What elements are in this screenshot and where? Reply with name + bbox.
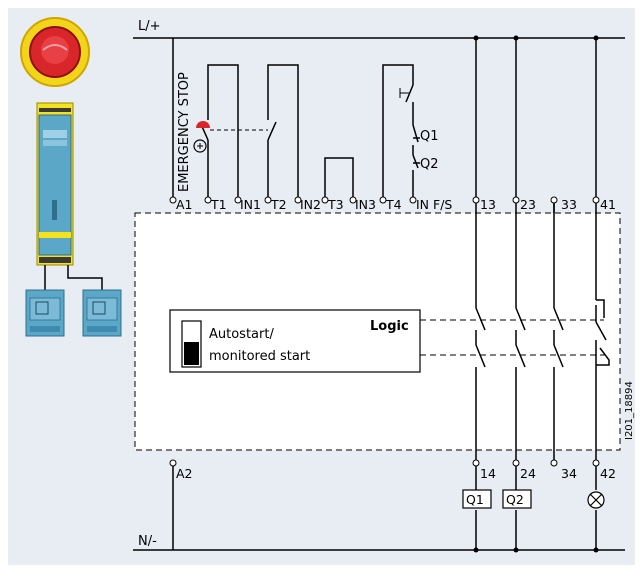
start-pushbutton-symbol bbox=[399, 84, 414, 103]
contactor-coil-q2-label: Q2 bbox=[506, 492, 524, 507]
relay-wiring-lines bbox=[44, 265, 103, 290]
terminal-33-label: 33 bbox=[561, 197, 577, 212]
mode-selector-label-line1: Autostart/ bbox=[209, 327, 274, 342]
emergency-stop-actuator-symbol bbox=[193, 121, 268, 153]
feedback-contact-q2-label: Q2 bbox=[420, 157, 439, 172]
top-terminal-circles bbox=[169, 196, 600, 204]
terminal-t3-label: T3 bbox=[327, 197, 344, 212]
mode-selector-switch-icon bbox=[181, 320, 202, 368]
indicator-lamp-icon bbox=[587, 491, 605, 509]
terminal-t4-label: T4 bbox=[385, 197, 402, 212]
figure-id: I201_18894 bbox=[624, 381, 635, 440]
emergency-stop-label: EMERGENCY STOP bbox=[177, 72, 192, 192]
terminal-a2-label: A2 bbox=[176, 466, 193, 481]
terminal-in3-label: IN3 bbox=[355, 197, 376, 212]
output-contacts bbox=[475, 203, 610, 460]
terminal-t1-label: T1 bbox=[210, 197, 227, 212]
contactor-illustration-q1 bbox=[25, 289, 65, 337]
terminal-a1-label: A1 bbox=[176, 197, 193, 212]
junction-dots bbox=[473, 35, 599, 553]
negative-rail-label: N/- bbox=[138, 534, 157, 549]
terminal-42-label: 42 bbox=[600, 466, 616, 481]
positive-rail-label: L/+ bbox=[138, 19, 161, 34]
terminal-41-label: 41 bbox=[600, 197, 616, 212]
terminal-23-label: 23 bbox=[520, 197, 536, 212]
mode-selector-label-line2: monitored start bbox=[209, 349, 310, 364]
logic-title: Logic bbox=[370, 319, 409, 334]
safety-relay-illustration bbox=[36, 102, 74, 266]
contactor-coil-q1-label: Q1 bbox=[466, 492, 484, 507]
terminal-in1-label: IN1 bbox=[240, 197, 261, 212]
terminal-14-label: 14 bbox=[480, 466, 496, 481]
emergency-stop-button-illustration bbox=[20, 17, 90, 87]
logic-control-links bbox=[420, 319, 608, 356]
terminal-24-label: 24 bbox=[520, 466, 536, 481]
contactor-illustration-q2 bbox=[82, 289, 122, 337]
terminal-t2-label: T2 bbox=[270, 197, 287, 212]
supply-rails bbox=[133, 37, 625, 551]
terminal-13-label: 13 bbox=[480, 197, 496, 212]
terminal-in-fs-label: IN F/S bbox=[416, 197, 452, 212]
circuit-wires bbox=[172, 38, 597, 550]
contactor-coil-q1 bbox=[462, 489, 492, 509]
terminal-34-label: 34 bbox=[561, 466, 577, 481]
terminal-in2-label: IN2 bbox=[300, 197, 321, 212]
logic-block bbox=[169, 309, 421, 373]
feedback-contact-q1-label: Q1 bbox=[420, 129, 439, 144]
feedback-contacts-symbol bbox=[412, 124, 420, 169]
bottom-terminal-circles bbox=[169, 459, 600, 467]
contactor-coil-q2 bbox=[502, 489, 532, 509]
